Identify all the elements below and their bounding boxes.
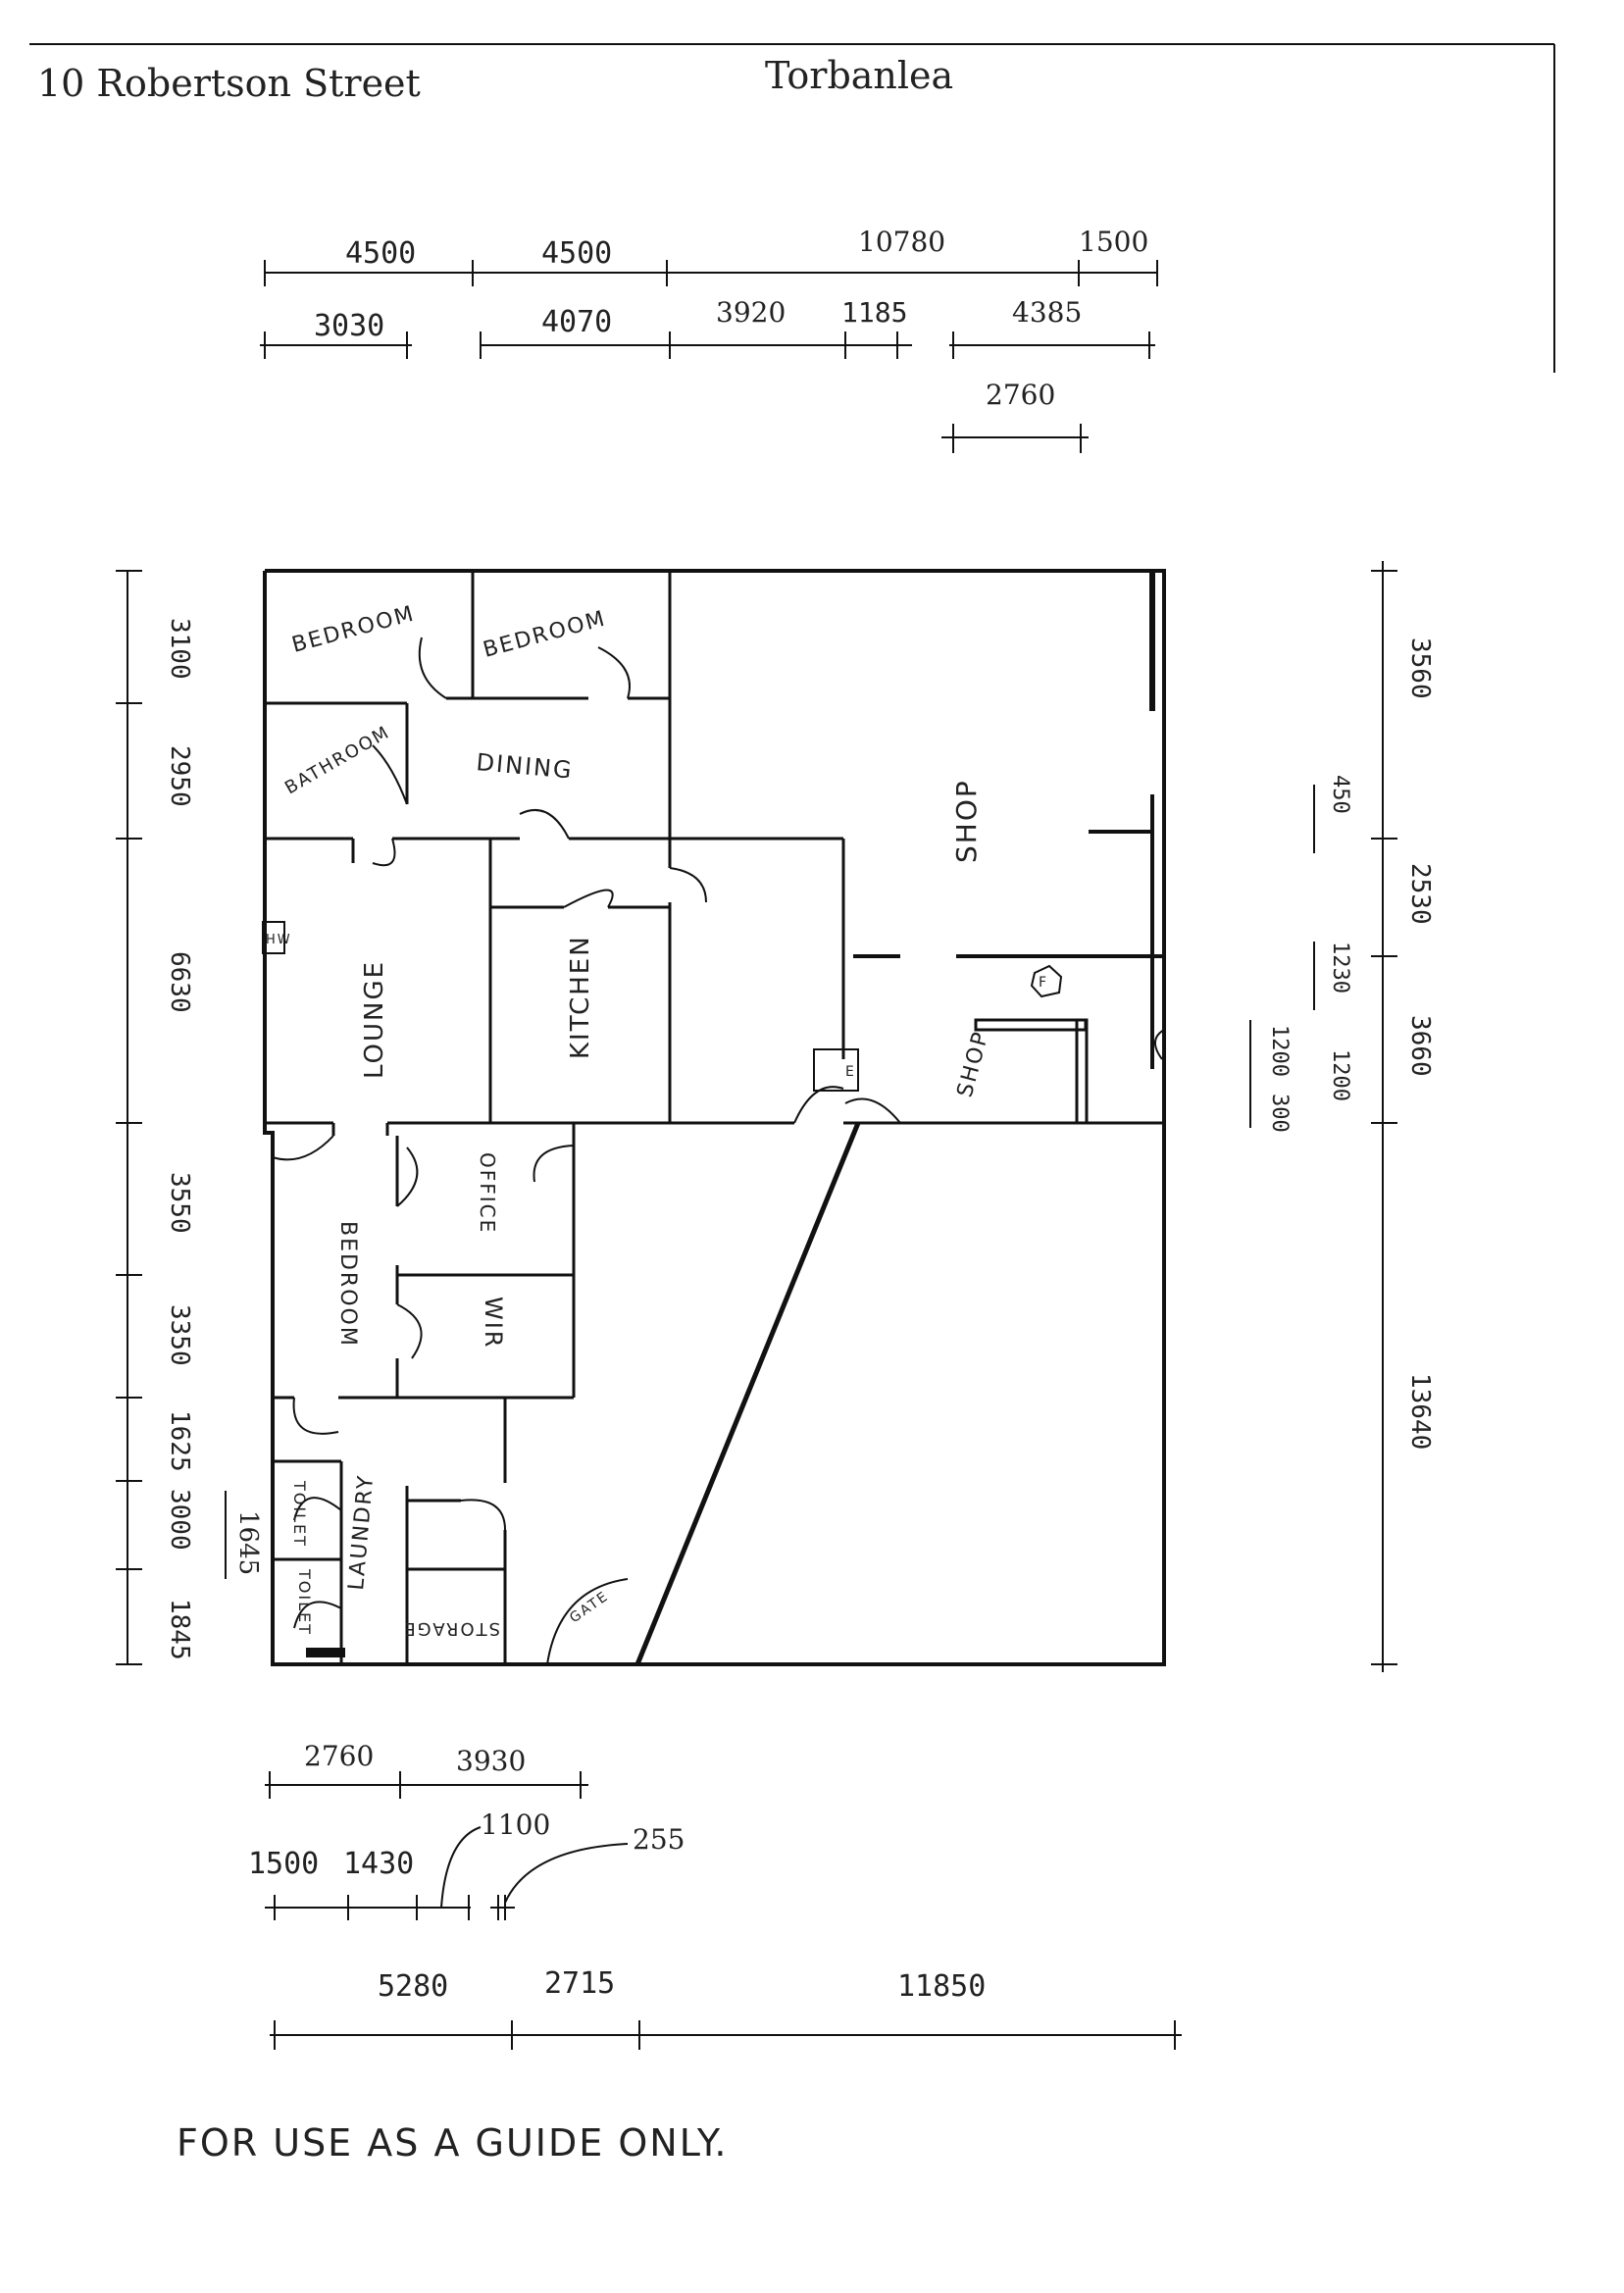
left-dim-3: 6630	[165, 951, 194, 1013]
right-small-dim-3: 1200	[1328, 1049, 1352, 1101]
left-dim-1: 3100	[165, 618, 194, 680]
room-toilet-1: TOILET	[290, 1480, 309, 1548]
right-dimensions: 3560 2530 3660 13640 450 1230 1200 1200 …	[1249, 561, 1435, 1672]
bottom-dim-2-3: 1100	[481, 1809, 550, 1841]
left-dim-2: 2950	[165, 745, 194, 807]
left-dim-8: 1845	[165, 1599, 194, 1660]
room-labels: BEDROOM BEDROOM BATHROOM DINING LOUNGE K…	[281, 601, 994, 1639]
bottom-dimension-row-1: 2760 3930	[265, 1740, 588, 1799]
left-dim-7: 3000	[165, 1489, 194, 1551]
bottom-dim-2-1: 1500	[248, 1847, 319, 1881]
right-small-dim-2: 1230	[1328, 942, 1352, 994]
top-dim-2-1: 3030	[314, 309, 384, 343]
bottom-dim-3-3: 11850	[897, 1969, 986, 2004]
bottom-dim-3-2: 2715	[544, 1966, 615, 2001]
address-title: 10 Robertson Street	[37, 62, 421, 105]
bottom-dim-1-2: 3930	[456, 1745, 526, 1777]
top-dim-1-2: 4500	[541, 236, 612, 271]
page-border	[29, 43, 1555, 373]
left-dim-5: 3350	[165, 1304, 194, 1366]
room-toilet-2: TOILET	[295, 1568, 314, 1636]
bottom-dim-3-1: 5280	[378, 1969, 448, 2004]
meter-symbol: E	[845, 1064, 856, 1080]
top-dim-1-3: 10780	[858, 226, 945, 258]
door-swings	[272, 637, 1165, 1665]
right-dim-4: 13640	[1405, 1373, 1435, 1450]
top-dim-3-1: 2760	[986, 379, 1055, 411]
left-dim-6: 1625	[165, 1410, 194, 1472]
bottom-dim-2-2: 1430	[343, 1847, 414, 1881]
room-laundry: LAUNDRY	[344, 1473, 379, 1591]
right-dim-3: 3660	[1405, 1015, 1435, 1077]
room-bedroom-2: BEDROOM	[481, 606, 609, 662]
fridge-symbol: F	[1039, 975, 1048, 991]
room-kitchen: KITCHEN	[566, 935, 595, 1059]
fixture-symbols: HW F E	[262, 921, 1063, 1092]
room-shop-small: SHOP	[953, 1028, 994, 1099]
top-dim-2-5: 4385	[1012, 296, 1082, 329]
right-small-dim-5: 300	[1267, 1094, 1292, 1133]
bottom-dim-2-4: 255	[633, 1823, 685, 1856]
room-shop-main: SHOP	[950, 779, 983, 863]
room-lounge: LOUNGE	[360, 960, 389, 1079]
room-dining: DINING	[475, 748, 574, 785]
top-dim-2-4: 1185	[841, 296, 907, 329]
top-dimension-row-3: 2760	[941, 379, 1089, 453]
top-dim-2-3: 3920	[716, 296, 786, 329]
town-title: Torbanlea	[765, 54, 953, 97]
exterior-walls	[263, 569, 1166, 1666]
room-wir: WIR	[480, 1297, 507, 1349]
room-bedroom-1: BEDROOM	[289, 601, 418, 657]
bottom-dimension-row-2: 1500 1430 1100 255	[248, 1809, 685, 1920]
top-dimension-row-2: 3030 4070 3920 1185 4385	[260, 296, 1155, 359]
room-storage: STORAGE	[402, 1618, 500, 1639]
right-dim-1: 3560	[1405, 637, 1435, 699]
gate-label: GATE	[567, 1589, 612, 1627]
top-dim-2-2: 4070	[541, 305, 612, 339]
right-dim-2: 2530	[1405, 863, 1435, 925]
left-dimensions: 3100 2950 6630 3550 3350 1625 3000 1845 …	[116, 570, 263, 1665]
right-small-dim-4: 1200	[1267, 1025, 1292, 1077]
top-dim-1-1: 4500	[345, 236, 416, 271]
room-bedroom-3: BEDROOM	[335, 1221, 360, 1348]
right-small-dim-1: 450	[1328, 775, 1352, 814]
heater-symbol: HW	[266, 933, 292, 947]
top-dim-1-4: 1500	[1079, 226, 1148, 258]
footer-note: FOR USE AS A GUIDE ONLY.	[177, 2121, 728, 2165]
left-note: 1645	[233, 1510, 263, 1575]
top-dimension-row-1: 4500 4500 10780 1500	[264, 226, 1158, 286]
room-bathroom: BATHROOM	[281, 722, 394, 798]
interior-walls	[265, 571, 1164, 1664]
left-dim-4: 3550	[165, 1172, 194, 1234]
bottom-dim-1-1: 2760	[304, 1740, 374, 1772]
bottom-dimension-row-3: 5280 2715 11850	[270, 1966, 1182, 2050]
room-office: OFFICE	[476, 1152, 499, 1234]
